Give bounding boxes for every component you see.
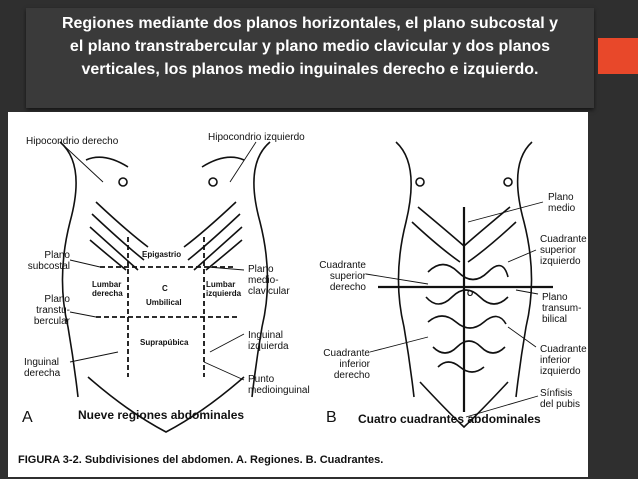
slide-title-line: Regiones mediante dos planos horizontale…	[61, 15, 559, 32]
label-plano-transumbilical: Plano transum- bilical	[542, 292, 582, 325]
slide-title: Regiones mediante dos planos horizontale…	[26, 8, 594, 108]
ribs-a-left	[89, 201, 149, 271]
panel-b-letter: B	[326, 409, 337, 426]
torso-a-outline	[59, 141, 271, 398]
region-epigastrio: Epigastrio	[142, 250, 182, 259]
center-letter: O	[467, 289, 474, 298]
quadrant-lines	[378, 207, 553, 412]
label-cuadrante-superior-derecho: Cuadrante superior derecho	[319, 260, 366, 293]
ribs-a-right	[183, 201, 243, 271]
region-suprapubica: Suprapúbica	[140, 338, 189, 347]
label-plano-medioclavicular: Plano medio- clavicular	[248, 264, 290, 297]
slide-title-line: verticales, los planos medio inguinales …	[81, 61, 539, 78]
label-inguinal-derecha: Inguinal derecha	[24, 357, 61, 379]
torso-b-pelvis	[419, 381, 509, 429]
region-lumbar-derecha: Lumbar derecha	[92, 280, 123, 298]
label-punto-medioinguinal: Punto medioinguinal	[248, 374, 310, 396]
label-plano-subcostal: Plano subcostal	[27, 250, 70, 272]
anatomy-figure: Hipocondrio derecho Hipocondrio izquierd…	[8, 112, 588, 477]
torso-illustrations	[59, 141, 553, 433]
region-umbilical-letter: C	[162, 284, 168, 293]
label-hipocondrio-derecho: Hipocondrio derecho	[26, 136, 119, 147]
region-lumbar-izquierda: Lumbar izquierda	[206, 280, 242, 298]
torso-a-chest	[85, 156, 245, 168]
label-inguinal-izquierda: Inguinal izquierda	[248, 330, 289, 352]
torso-a-pelvis	[87, 376, 245, 433]
leader-lines	[59, 141, 544, 418]
panel-a-letter: A	[22, 409, 33, 426]
label-hipocondrio-izquierdo: Hipocondrio izquierdo	[208, 132, 305, 143]
label-sinfisis-pubis: Sínfisis del pubis	[540, 388, 581, 410]
figure-caption: FIGURA 3-2. Subdivisiones del abdomen. A…	[18, 454, 384, 466]
label-plano-medio: Plano medio	[548, 192, 576, 214]
torso-b-outline	[395, 141, 533, 398]
panel-a-caption: Nueve regiones abdominales	[78, 408, 245, 422]
ribs-b	[411, 206, 517, 263]
accent-tab	[598, 38, 638, 74]
label-cuadrante-superior-izquierdo: Cuadrante superior izquierdo	[540, 234, 587, 267]
label-cuadrante-inferior-derecho: Cuadrante inferior derecho	[323, 348, 370, 381]
label-plano-transtubercular: Plano transtu- bercular	[33, 294, 70, 327]
intestines	[425, 263, 509, 373]
region-umbilical: Umbilical	[146, 298, 182, 307]
panel-b-caption: Cuatro cuadrantes abdominales	[358, 412, 541, 426]
slide-title-line: el plano transtrabercular y plano medio …	[69, 38, 551, 55]
label-cuadrante-inferior-izquierdo: Cuadrante inferior izquierdo	[540, 344, 587, 377]
